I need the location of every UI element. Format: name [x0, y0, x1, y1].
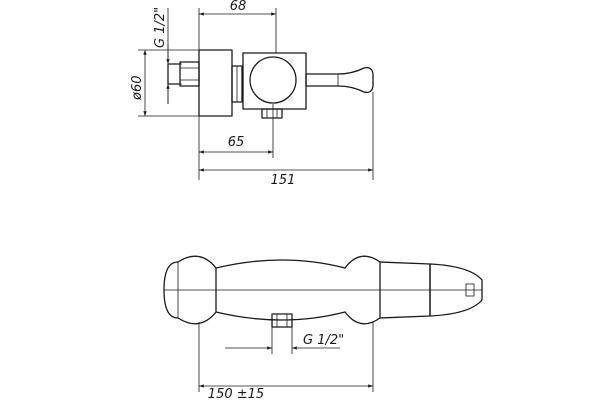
handle-circle [249, 56, 297, 104]
outlet-stub [261, 108, 283, 119]
dim-68-label: 68 [230, 0, 247, 14]
wall-flange [198, 49, 233, 117]
dim-151-label: 151 [271, 173, 296, 188]
bottom-outlet [271, 313, 293, 328]
body-top-edge [215, 259, 346, 269]
inlet-nut [179, 61, 200, 87]
dim-65-label: 65 [228, 135, 245, 150]
dim-150-label: 150 ±15 [208, 387, 264, 400]
dim-g12-front-label: G 1/2" [303, 333, 344, 348]
body-bottom-edge [215, 311, 346, 321]
lever-handle [305, 66, 374, 94]
top-view: 68 G 1/2" ø60 65 151 [130, 0, 374, 188]
front-view: G 1/2" 150 ±15 [163, 255, 483, 400]
dim-g12-top-label: G 1/2" [153, 7, 168, 48]
dim-dia60-label: ø60 [130, 76, 145, 102]
right-handle-tip [429, 263, 483, 317]
